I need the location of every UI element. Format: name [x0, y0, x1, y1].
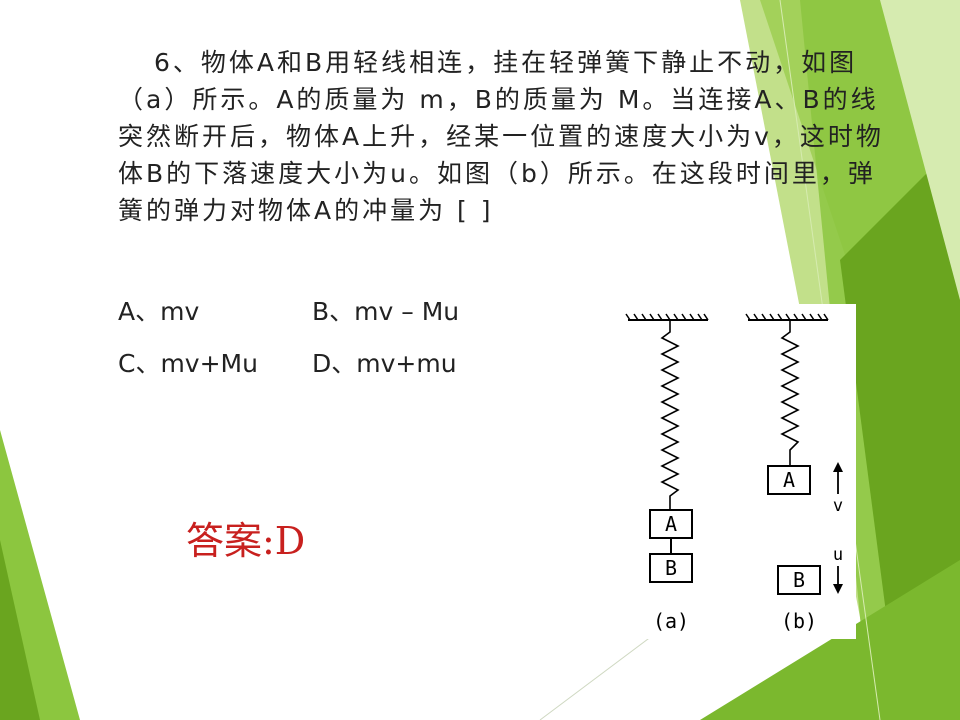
option-a: A、mv: [118, 297, 200, 326]
block-b-label-b: B: [793, 568, 805, 592]
spring-b: [780, 320, 800, 466]
question-text: 6、物体A和B用轻线相连，挂在轻弹簧下静止不动，如图（a）所示。A的质量为 m，…: [118, 48, 884, 225]
arrow-up-icon: [833, 462, 843, 494]
block-b-fig-b: [777, 565, 821, 595]
block-b-fig-a: [649, 553, 693, 583]
block-a-fig-b: [767, 465, 811, 495]
figure-label-b: (b): [781, 609, 817, 633]
arrow-down-icon: [833, 566, 843, 594]
block-b-label-a: B: [665, 556, 677, 580]
block-a-label-a: A: [665, 512, 677, 536]
block-a-label-b: A: [783, 468, 795, 492]
velocity-u-label: u: [833, 545, 843, 565]
spring-diagram: A B (a) A v B u (b): [620, 304, 856, 639]
answer-text: 答案:D: [186, 519, 306, 563]
figure-label-a: (a): [653, 609, 689, 633]
spring-a: [660, 320, 680, 510]
velocity-v-label: v: [833, 496, 843, 516]
option-c: C、mv+Mu: [118, 349, 258, 378]
block-a-fig-a: [649, 509, 693, 539]
ceiling-b: [745, 313, 829, 321]
option-d: D、mv+mu: [312, 349, 457, 378]
option-b: B、mv – Mu: [312, 297, 460, 326]
ceiling-a: [625, 313, 709, 321]
